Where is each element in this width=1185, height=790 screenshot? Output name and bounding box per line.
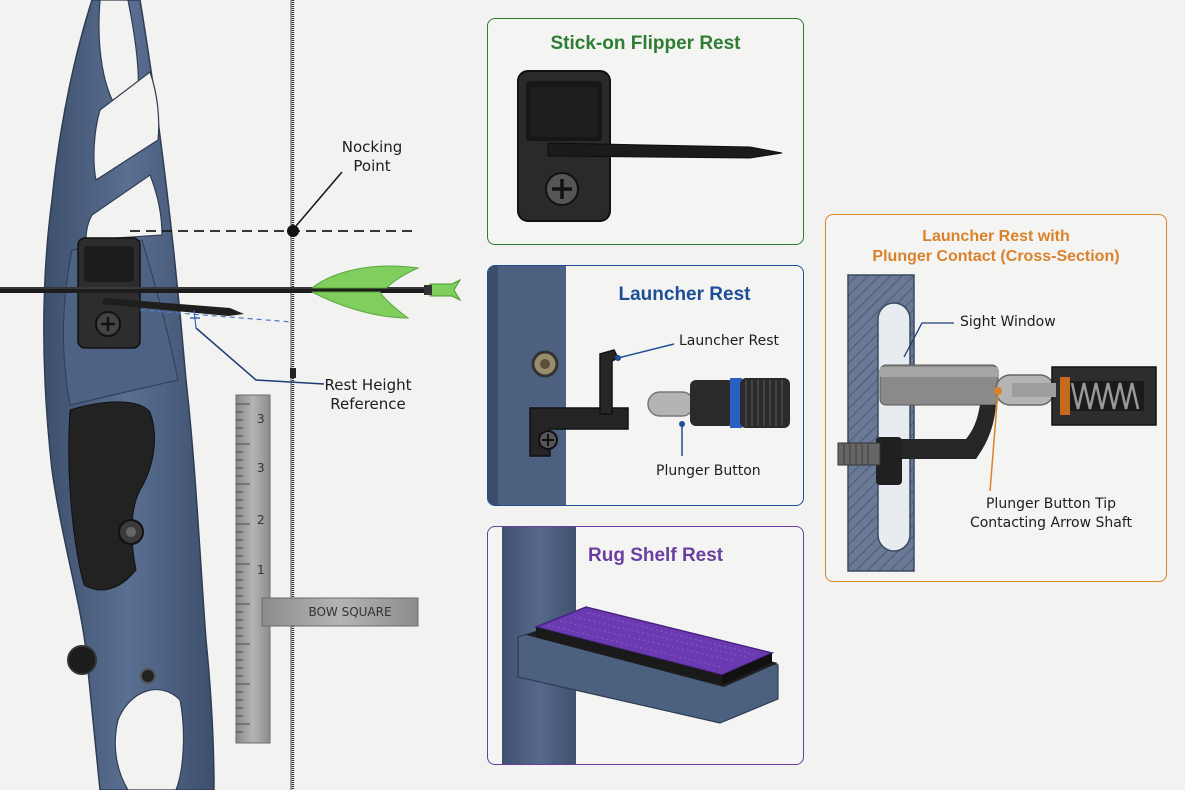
panel-section-title-line1: Launcher Rest with [922, 228, 1070, 245]
ruler-number: 3 [257, 412, 265, 426]
panel-section-title: Launcher Rest with Plunger Contact (Cros… [826, 227, 1166, 267]
panel-rug-rest: Rug Shelf Rest [487, 526, 804, 765]
rug-illustration [502, 527, 779, 764]
ruler-numbers: 3 3 2 1 [257, 412, 265, 577]
launcher-arm [599, 349, 620, 415]
nocking-point-dot [287, 225, 299, 237]
nocking-point-label: Nocking Point [322, 138, 422, 176]
panel-section-title-line2: Plunger Contact (Cross-Section) [872, 248, 1120, 265]
cross-section-illustration [837, 274, 1157, 572]
launcher-illustration [488, 266, 790, 505]
panel-cross-section: Launcher Rest with Plunger Contact (Cros… [825, 214, 1167, 582]
panel-launcher-rest: Launcher Rest Launcher Rest Plunger Butt… [487, 265, 804, 506]
section-launcher-arm [876, 405, 996, 459]
sight-window-label: Sight Window [960, 314, 1056, 330]
sight-window-leader [903, 322, 954, 358]
rug-pad-edge [536, 627, 722, 685]
section-screw [837, 442, 881, 466]
riser-cutout-2 [85, 174, 163, 241]
riser-cutout-lower [114, 689, 185, 790]
ruler-ticks [236, 403, 250, 733]
section-plunger-spring [1070, 382, 1140, 410]
flipper-illustration [517, 70, 783, 222]
flipper-pad [530, 87, 598, 137]
panel-flipper-title: Stick-on Flipper Rest [550, 33, 741, 54]
section-sight-window [877, 302, 911, 552]
rest-height-label-line2: Reference [330, 395, 406, 413]
plunger-ring [730, 378, 742, 428]
nocking-leader [295, 171, 343, 227]
launcher-bracket [529, 407, 629, 457]
plunger-tip-leader [989, 390, 999, 492]
plunger-tip [647, 391, 695, 417]
rest-height-label-line1: Rest Height [324, 376, 412, 394]
launcher-riser-section [488, 266, 566, 505]
mounted-flipper-blade [102, 298, 244, 316]
plunger-tip-label-line2: Contacting Arrow Shaft [969, 515, 1133, 531]
riser-cutout-1 [93, 71, 160, 181]
rest-height-label: Rest Height Reference [318, 376, 418, 414]
bow-square-horizontal [261, 597, 419, 627]
plunger-body [690, 380, 734, 426]
plunger-button-label: Plunger Button [656, 463, 761, 479]
panel-launcher-title: Launcher Rest [618, 284, 751, 305]
bow-illustration: 3 3 2 1 [0, 0, 462, 790]
riser-bushing [67, 645, 97, 675]
nocking-point-label-line2: Point [353, 157, 391, 175]
launcher-rest-label: Launcher Rest [679, 333, 780, 349]
rest-height-leader [195, 327, 325, 385]
arrow-nock [429, 278, 462, 302]
ruler-number: 1 [257, 563, 265, 577]
bow-riser [42, 0, 215, 790]
bow-square-label: BOW SQUARE [308, 605, 392, 619]
plunger-tip-label-line1: Plunger Button Tip [985, 496, 1117, 512]
nocking-point-label-line1: Nocking [341, 138, 403, 156]
ruler-number: 3 [257, 461, 265, 475]
rest-height-dash [139, 309, 293, 323]
launcher-rest-leader [617, 343, 675, 359]
panel-rug-title: Rug Shelf Rest [588, 545, 724, 566]
ruler-number: 2 [257, 513, 265, 527]
panel-flipper-rest: Stick-on Flipper Rest [487, 18, 804, 245]
bow-square-vertical [235, 394, 271, 744]
plunger-tip-label: Plunger Button Tip Contacting Arrow Shaf… [966, 495, 1136, 533]
arrow-fletching [310, 265, 420, 289]
flipper-blade [547, 142, 783, 159]
